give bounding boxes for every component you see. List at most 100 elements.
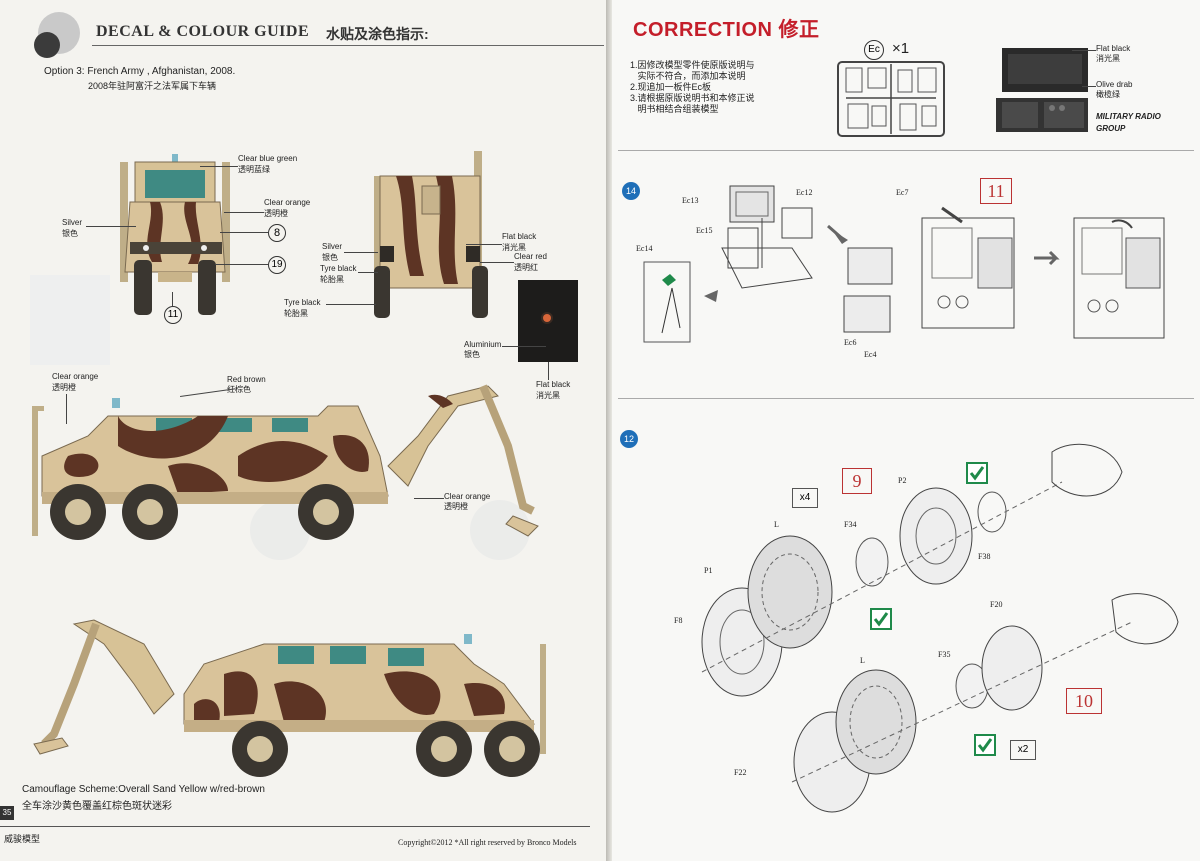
leader-line (172, 292, 173, 306)
label-inset-flat-black-cn: 消光黑 (536, 391, 560, 400)
part-label-f20: F20 (990, 600, 1003, 609)
footer-copyright: Copyright©2012 *All right reserved by Br… (398, 838, 577, 847)
label-tyre-black-2-cn: 轮胎黑 (284, 309, 308, 318)
label-aluminium-cn: 银色 (464, 350, 480, 359)
part-label-f22: F22 (734, 768, 747, 777)
vehicle-side-view-right (32, 384, 539, 540)
decal-number-11: 11 (164, 306, 182, 324)
quantity-x4: x4 (792, 488, 818, 508)
label-clear-orange: Clear orange (264, 198, 311, 207)
label-flat-black: Flat black (502, 232, 537, 241)
page-title: DECAL & COLOUR GUIDE (96, 23, 310, 40)
label-clear-red-cn: 透明红 (514, 263, 538, 272)
decal-colour-guide-page: DECAL & COLOUR GUIDE 水贴及涂色指示: Option 3: … (0, 0, 606, 861)
section-divider (618, 150, 1194, 151)
label-clear-blue-green: Clear blue green (238, 154, 298, 163)
label-tyre-black: Tyre black (320, 264, 357, 273)
part-label-p1: P1 (704, 566, 713, 575)
part-label-p2: P2 (898, 476, 907, 485)
label-aluminium: Aluminium (464, 340, 502, 349)
part-label-f38: F38 (978, 552, 991, 561)
option-caption-cn: 2008年驻阿富汗之法军属下车辆 (88, 81, 217, 91)
option-caption: Option 3: French Army , Afghanistan, 200… (44, 66, 236, 77)
label-flat-black-cn: 消光黑 (1096, 54, 1120, 63)
leader-line (86, 226, 136, 227)
step12-wheel-assembly-diagram (701, 443, 1179, 813)
camouflage-scheme: Camouflage Scheme:Overall Sand Yellow w/… (22, 784, 265, 795)
decal-number-19: 19 (268, 256, 286, 274)
leader-line (224, 212, 264, 213)
label-inset-flat-black: Flat black (536, 380, 571, 389)
ec-sprue-diagram (837, 61, 945, 137)
label-red-brown: Red brown (227, 375, 266, 384)
leader-line (66, 394, 67, 424)
step14-ref-11: 11 (980, 178, 1012, 204)
label-red-brown-cn: 红棕色 (227, 385, 251, 394)
label-radio-group-2: GROUP (1096, 124, 1126, 133)
leader-line (414, 498, 444, 499)
correction-title: CORRECTION 修正 (633, 19, 820, 41)
part-label-ec14: Ec14 (636, 244, 653, 253)
vehicle-side-view-left (33, 619, 546, 777)
bg-shape (30, 275, 110, 365)
leader-line (466, 244, 502, 245)
footer-brand: 威骏模型 (4, 834, 41, 844)
label-silver: Silver (62, 218, 83, 227)
note-line: 1.因修改模型零件使原版说明与 (630, 60, 755, 70)
step-badge-14: 14 (622, 182, 640, 200)
label-side-clear-orange-2: Clear orange (444, 492, 491, 501)
label-side-clear-orange: Clear orange (52, 372, 99, 381)
ec-quantity: ×1 (892, 40, 910, 57)
page-number-badge: 35 (0, 806, 14, 820)
part-label-ec4: Ec4 (864, 350, 877, 359)
step-badge-12: 12 (620, 430, 638, 448)
header-circle-dark (34, 32, 60, 58)
step12-ref-9: 9 (842, 468, 872, 494)
leader-line (548, 362, 549, 380)
part-label-ec13: Ec13 (682, 196, 699, 205)
section-divider (618, 398, 1194, 399)
detail-light-dot (543, 314, 551, 322)
leader-line (215, 264, 268, 265)
label-flat-black: Flat black (1096, 44, 1131, 53)
leader-line (326, 304, 376, 305)
decal-number-8: 8 (268, 224, 286, 242)
label-rear-silver-cn: 银色 (322, 253, 338, 262)
step12-ref-10: 10 (1066, 688, 1102, 714)
label-silver-cn: 银色 (62, 229, 78, 238)
page-title-cn: 水贴及涂色指示: (326, 26, 429, 42)
note-line: 明书相结合组装模型 (630, 104, 719, 114)
label-side-clear-orange-2-cn: 透明橙 (444, 502, 468, 511)
step14-assembly-diagram (643, 185, 1165, 343)
label-clear-blue-green-cn: 透明蓝绿 (238, 165, 270, 174)
leader-line (1072, 50, 1096, 51)
approved-check-icon (974, 734, 996, 756)
part-label-f35: F35 (938, 650, 951, 659)
label-olive-drab: Olive drab (1096, 80, 1133, 89)
approved-check-icon (966, 462, 988, 484)
detail-inset-panel (518, 280, 578, 362)
leader-line (480, 262, 514, 263)
label-clear-orange-cn: 透明橙 (264, 209, 288, 218)
note-line: 3.请根据原版说明书和本修正说 (630, 93, 755, 103)
camouflage-scheme-cn: 全车涂沙黄色覆盖红棕色斑状迷彩 (22, 801, 172, 812)
leader-line (200, 166, 238, 167)
part-label-ec12: Ec12 (796, 188, 813, 197)
approved-check-icon (870, 608, 892, 630)
part-label-ec6: Ec6 (844, 338, 857, 347)
label-radio-group: MILITARY RADIO (1096, 112, 1161, 121)
quantity-x2: x2 (1010, 740, 1036, 760)
ec-sprue-badge: Ec (864, 40, 884, 60)
note-line: 实际不符合，而添加本说明 (630, 71, 746, 81)
header-rule (92, 45, 604, 46)
leader-line (502, 346, 546, 347)
book-gutter (606, 0, 612, 861)
label-tyre-black-2: Tyre black (284, 298, 321, 307)
military-radio-group-diagram (996, 48, 1088, 132)
label-tyre-black-cn: 轮胎黑 (320, 275, 344, 284)
label-clear-red: Clear red (514, 252, 547, 261)
leader-line (344, 252, 378, 253)
correction-notes: 1.因修改模型零件使原版说明与 实际不符合，而添加本说明 2.现追加一板件Ec板… (630, 60, 755, 115)
label-olive-drab-cn: 橄榄绿 (1096, 90, 1120, 99)
part-label-ec15: Ec15 (696, 226, 713, 235)
